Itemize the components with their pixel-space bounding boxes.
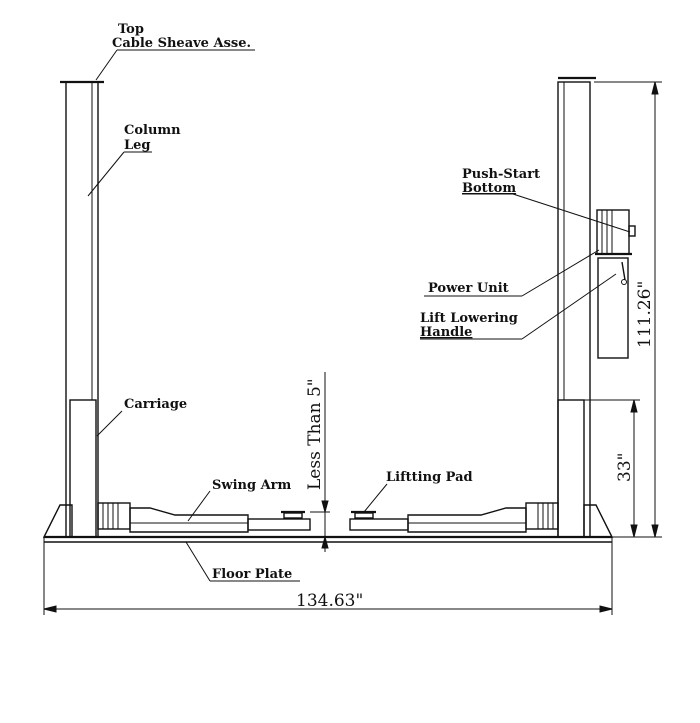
width-dimension [43,537,613,615]
lowering-handle-label-line1: Lift Lowering [420,311,518,326]
width-dimension-label: 134.63" [296,591,363,611]
height-dimension [594,81,662,538]
clearance-dimension [321,372,329,552]
push-start-label-line2: Bottom [462,181,516,196]
right-column [525,76,614,538]
column-label-line1: Column [124,123,181,138]
lifting-pad-label: Liftting Pad [386,470,473,485]
carriage-label: Carriage [124,397,187,412]
height-dimension-label: 111.26" [635,281,655,348]
column-label-line2: Leg [124,138,151,153]
swing-arm-label: Swing Arm [212,478,292,493]
carriage-height-dimension [584,399,640,538]
floor-plate-label: Floor Plate [212,567,292,582]
left-column [42,80,131,538]
callout-leaders [87,49,631,582]
right-swing-arm [349,507,527,533]
left-swing-arm [129,507,330,533]
power-unit-label: Power Unit [428,281,509,296]
floor-base [44,535,612,543]
top-sheave-label-line1: Top [118,22,144,37]
clearance-label: Less Than 5" [305,378,325,490]
lowering-handle-label-line2: Handle [420,325,472,340]
top-sheave-label-line2: Cable Sheave Asse. [112,36,251,51]
push-start-label-line1: Push-Start [462,167,540,182]
carriage-height-label: 33" [615,453,635,482]
